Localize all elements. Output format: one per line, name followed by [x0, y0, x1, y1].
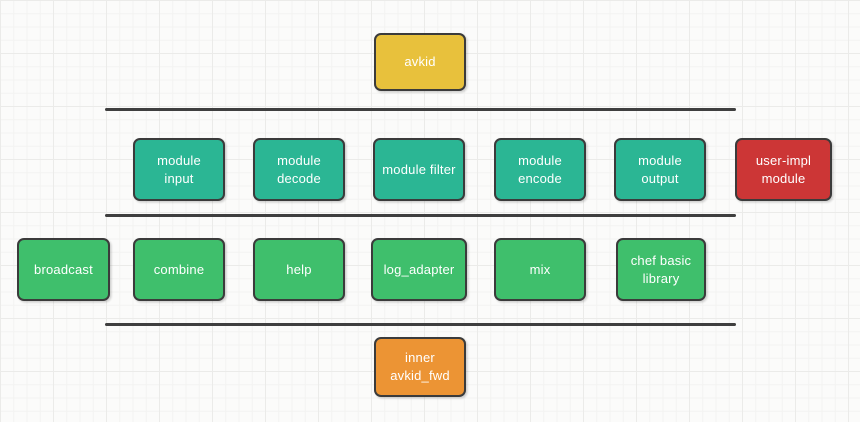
node-user-impl-module[interactable]: user-impl module — [735, 138, 832, 201]
node-combine[interactable]: combine — [133, 238, 225, 301]
node-module-decode[interactable]: module decode — [253, 138, 345, 201]
node-module-encode[interactable]: module encode — [494, 138, 586, 201]
node-mix[interactable]: mix — [494, 238, 586, 301]
node-module-output[interactable]: module output — [614, 138, 706, 201]
node-broadcast[interactable]: broadcast — [17, 238, 110, 301]
node-chef-basic-library[interactable]: chef basic library — [616, 238, 706, 301]
node-module-input[interactable]: module input — [133, 138, 225, 201]
divider-line-3[interactable] — [105, 323, 736, 326]
node-module-filter[interactable]: module filter — [373, 138, 465, 201]
node-log-adapter[interactable]: log_adapter — [371, 238, 467, 301]
divider-line-2[interactable] — [105, 214, 736, 217]
divider-line-1[interactable] — [105, 108, 736, 111]
node-help[interactable]: help — [253, 238, 345, 301]
node-inner-avkid-fwd[interactable]: inner avkid_fwd — [374, 337, 466, 397]
node-avkid[interactable]: avkid — [374, 33, 466, 91]
